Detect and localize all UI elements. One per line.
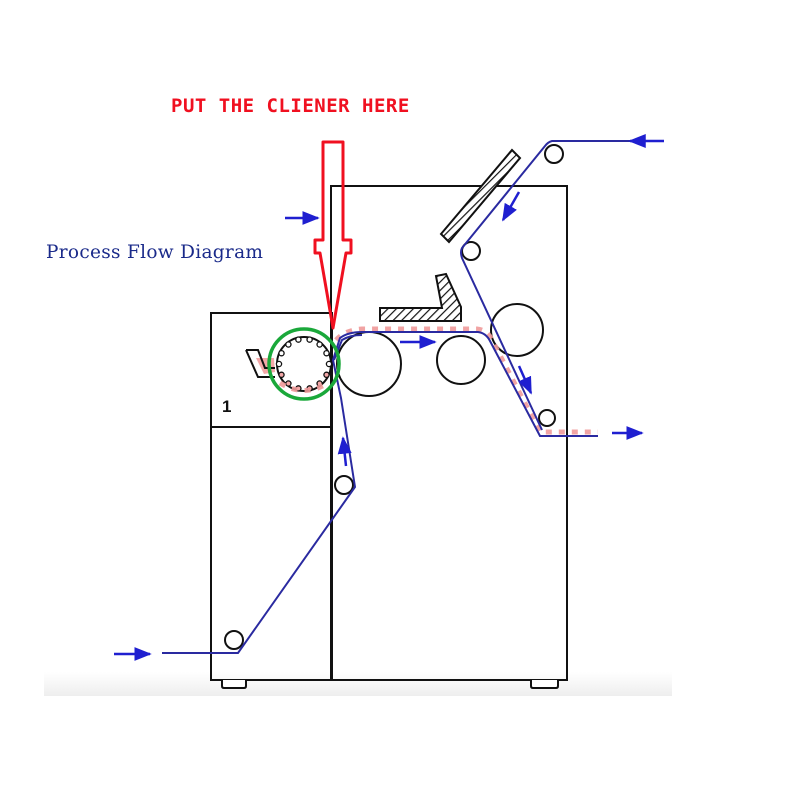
middle-l-blade [379,272,462,322]
right-foot [530,680,559,689]
web-path [162,140,662,654]
roll-cell [278,349,285,357]
large-roll [336,331,402,397]
web-line-main [162,331,598,654]
upper-diagonal-blade [439,148,522,244]
roll-cell [275,360,283,368]
roll-cell [285,380,292,387]
left-foot [221,680,247,689]
upper-path-down-arrow [501,191,521,222]
lower-guide-roll [334,475,354,495]
flow-arrows [114,134,664,661]
cleaner-roll [276,336,332,392]
web-line-upper [460,140,662,431]
rollers [224,144,564,650]
left-cabinet [210,312,333,681]
coating-path [278,326,598,435]
roll-cell [295,336,302,343]
cleaner-instruction-label: PUT THE CLIENER HERE [171,95,410,117]
roll-cell [316,341,323,348]
cleaner-roll-cells [275,336,333,392]
machine-frame [210,185,568,681]
roll-cell [285,341,292,348]
unit-number-label: 1 [222,397,232,416]
roll-cell [325,360,333,368]
main-cabinet [330,185,568,681]
cleaner-highlight-circle [267,327,341,401]
top-guide-roll [544,144,564,164]
roll-cell [306,336,313,343]
lower-path-up-arrow [337,436,352,467]
bottom-guide-roll [224,630,244,650]
machine-feet [221,680,559,689]
roll-cell [278,371,285,379]
upper-right-roll [490,303,544,357]
diagram-title: Process Flow Diagram [46,242,264,263]
roll-cell [323,371,330,379]
middle-roll [436,335,486,385]
roll-cell [323,349,330,357]
exit-guide-roll [538,409,556,427]
diagonal-down-arrow [517,365,533,395]
scraper-blades [379,148,522,322]
cleaner-position-arrow [313,140,353,330]
